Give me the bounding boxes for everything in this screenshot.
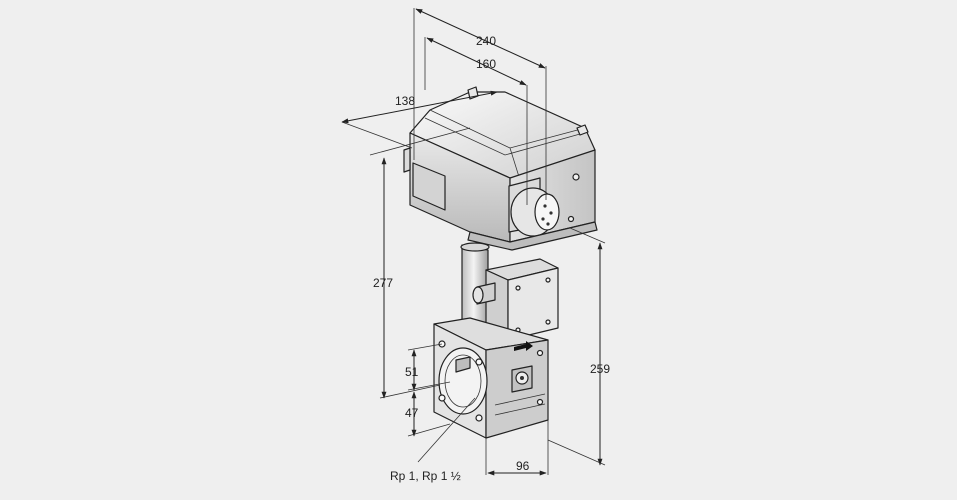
connection-label: Rp 1, Rp 1 ½ (390, 469, 461, 483)
dim-51: 51 (405, 365, 419, 379)
dim-277: 277 (373, 276, 393, 290)
valve-body (433, 317, 549, 439)
dimension-lines (341, 8, 606, 476)
dim-259: 259 (590, 362, 610, 376)
terminal-box (472, 258, 559, 341)
dim-138: 138 (395, 94, 415, 108)
dim-96: 96 (516, 459, 530, 473)
dim-47: 47 (405, 406, 419, 420)
dim-160: 160 (476, 57, 496, 71)
actuator-housing (403, 86, 598, 251)
dim-240: 240 (476, 34, 496, 48)
